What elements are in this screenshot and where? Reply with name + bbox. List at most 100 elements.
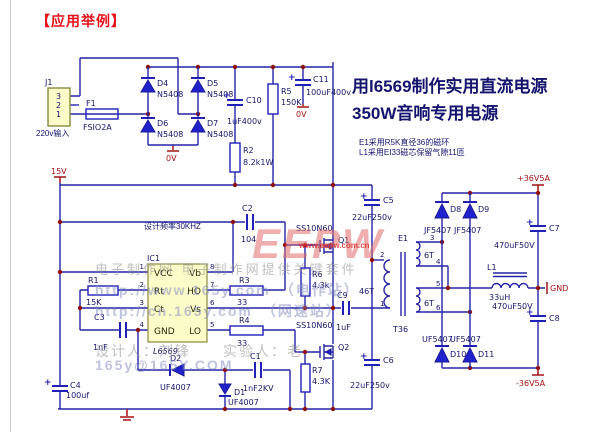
ic1-num2: 2 xyxy=(140,281,144,289)
r2-ref: R2 xyxy=(243,146,254,155)
c2-val: 104 xyxy=(241,235,256,244)
net-15v-label: 15V xyxy=(51,167,67,176)
c3-val: 1nF xyxy=(93,343,108,352)
schematic-note2: L1采用EI33磁芯保留气隙11匝 xyxy=(359,148,465,157)
ic1-pin-vcc: VCC xyxy=(154,269,173,279)
diode-d11: D11 UF5407 xyxy=(450,335,494,368)
diode-d10: D10 UF5407 xyxy=(422,335,466,368)
j1-pin1: 1 xyxy=(56,110,61,119)
d9-ref: D9 xyxy=(478,205,489,214)
q1-ref: Q1 xyxy=(338,236,349,245)
cap-c8: + C8 470uF50V xyxy=(492,302,560,323)
frequency-note: 设计频率30KHZ xyxy=(144,222,201,231)
wires xyxy=(58,57,545,410)
resistor-r2: R2 8.2k1W xyxy=(229,142,273,173)
e1-pin6: 6 xyxy=(436,304,441,312)
d6-ref: D6 xyxy=(157,119,168,128)
r3-ref: R3 xyxy=(239,276,250,285)
d10-val: UF5407 xyxy=(422,335,453,344)
d2-val: UF4007 xyxy=(160,383,191,392)
svg-text:+: + xyxy=(360,192,368,202)
d7-ref: D7 xyxy=(207,119,218,128)
c6-ref: C6 xyxy=(383,356,394,365)
j1-pin2: 2 xyxy=(56,101,61,110)
c10-ref: C10 xyxy=(246,96,262,105)
cap-c9: C9 1uF xyxy=(336,291,351,332)
q1-val: SS10N60 xyxy=(296,224,333,233)
j1-pin3: 3 xyxy=(56,92,61,101)
c8-val: 470uF50V xyxy=(492,302,533,311)
resistor-r7: R7 4.3K xyxy=(300,363,331,393)
cap-c2: C2 104 xyxy=(241,204,256,244)
diode-d9: D9 JF5407 xyxy=(453,193,489,346)
net-gnd-label: GND xyxy=(550,284,568,293)
d11-ref: D11 xyxy=(478,350,494,359)
r7-val: 4.3K xyxy=(312,377,331,386)
e1-pin1: 1 xyxy=(380,300,384,308)
ic1-val: L6569 xyxy=(153,347,178,356)
ic1-num4: 4 xyxy=(140,321,145,329)
d10-ref: D10 xyxy=(450,350,466,359)
d11-val: UF5407 xyxy=(450,335,481,344)
cap-c1: C1 1nF2KV xyxy=(243,352,274,393)
e1-pin5: 5 xyxy=(436,280,440,288)
c6-val: 22uF250v xyxy=(350,381,390,390)
ic1-pin-vb: Vb xyxy=(189,269,201,279)
c4-ref: C4 xyxy=(70,381,81,390)
c9-ref: C9 xyxy=(337,291,348,300)
cap-c10: + C10 1uF400v xyxy=(223,91,262,126)
resistor-r6: R6 4.3k xyxy=(300,267,330,297)
connector-j1: J1 3 2 1 xyxy=(44,78,71,127)
transformer-e1: E1 T36 46T 6T 6T 2 1 3 4 5 6 xyxy=(359,234,441,334)
r7-ref: R7 xyxy=(312,366,323,375)
d4-val: N5408 xyxy=(157,90,183,99)
d8-ref: D8 xyxy=(450,205,461,214)
d1-val: UF4007 xyxy=(228,398,259,407)
mosfet-q1: SS10N60 Q1 xyxy=(296,224,349,254)
e1-sec1-turns: 6T xyxy=(424,251,434,260)
ic1-num7: 7 xyxy=(210,281,214,289)
diode-d1: D1 UF4007 xyxy=(218,383,259,407)
net-0v-c11-label: 0V xyxy=(296,110,307,119)
r6-val: 4.3k xyxy=(312,281,330,290)
cap-c4: + C4 100uf xyxy=(44,378,89,400)
net-0v-bridge-label: 0V xyxy=(166,154,177,163)
c1-val: 1nF2KV xyxy=(243,384,274,393)
resistor-r1: R1 15K xyxy=(86,276,119,307)
c11-val: 100uF400v xyxy=(306,88,351,97)
d7-val: N5408 xyxy=(207,130,233,139)
c9-val: 1uF xyxy=(336,323,351,332)
e1-primary-turns: 46T xyxy=(359,287,374,296)
r1-ref: R1 xyxy=(88,276,99,285)
r2-val: 8.2k1W xyxy=(243,158,273,167)
diode-d8: D8 JF5407 xyxy=(423,193,461,346)
ic1-num6: 6 xyxy=(210,299,215,307)
ic1-pin-vs: Vs xyxy=(190,305,201,315)
ic1-num8: 8 xyxy=(210,263,214,271)
cap-c3: C3 1nF xyxy=(93,313,127,352)
ic1-pin-ho: HO xyxy=(187,287,201,297)
ic1-pin-lo: LO xyxy=(189,327,201,337)
r4-val: 33 xyxy=(237,339,247,348)
svg-text:+: + xyxy=(223,91,231,101)
e1-pin3: 3 xyxy=(430,234,434,242)
ic1-num5: 5 xyxy=(210,321,214,329)
l1-val: 33uH xyxy=(489,293,510,302)
resistor-r5: R5 150K xyxy=(267,83,302,115)
cap-c6: + C6 22uF250v xyxy=(350,352,394,390)
f1-val: FSIO2A xyxy=(83,123,112,132)
e1-pin4: 4 xyxy=(436,258,441,266)
net-p36-label: +36V5A xyxy=(517,174,550,183)
r5-val: 150K xyxy=(281,98,302,107)
q2-val: SS10N60 xyxy=(296,321,333,330)
svg-text:+: + xyxy=(526,308,534,318)
c3-ref: C3 xyxy=(94,313,105,322)
c4-val: 100uf xyxy=(66,391,89,400)
c5-val: 22uF250v xyxy=(352,213,392,222)
cap-c7: + C7 470uF50V xyxy=(494,218,560,250)
r6-ref: R6 xyxy=(312,270,323,279)
ic1-pin-rt: Rt xyxy=(154,287,164,297)
j1-ref: J1 xyxy=(44,78,52,87)
e1-ref: E1 xyxy=(398,234,408,243)
